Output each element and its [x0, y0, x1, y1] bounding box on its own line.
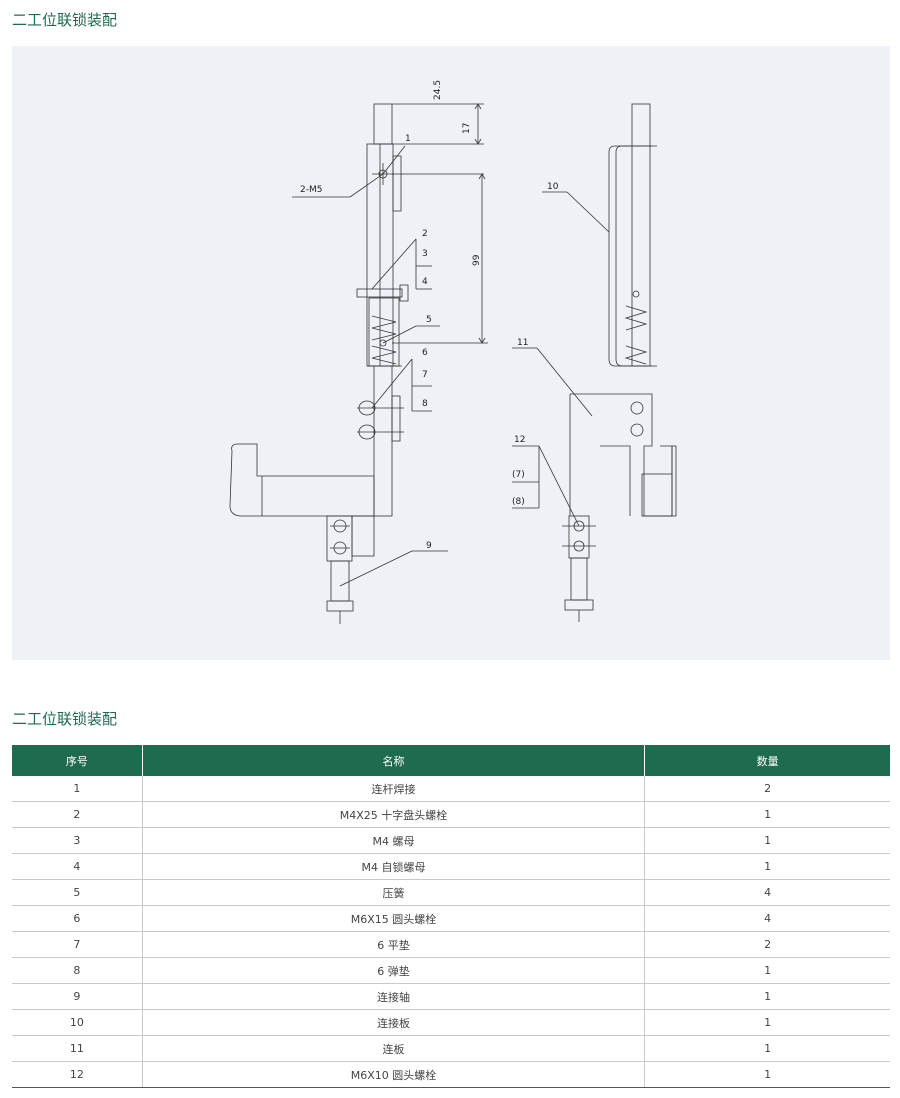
cell-name: 连接板 — [142, 1009, 646, 1036]
part-label: 1 — [405, 134, 411, 144]
header-name: 名称 — [142, 745, 646, 776]
cell-qty: 1 — [644, 1061, 890, 1088]
cell-index: 1 — [12, 776, 143, 802]
cell-name: 连接轴 — [142, 983, 646, 1010]
dim-label: 17 — [462, 123, 472, 134]
table-header-row: 序号 名称 数量 — [12, 745, 890, 776]
header-index: 序号 — [12, 745, 143, 776]
part-label: 8 — [422, 399, 428, 409]
cell-index: 8 — [12, 957, 143, 984]
cell-name: 6 平垫 — [142, 931, 646, 958]
part-label: 10 — [547, 182, 559, 192]
cell-name: 6 弹垫 — [142, 957, 646, 984]
part-label: 5 — [426, 315, 432, 325]
cell-qty: 4 — [644, 879, 890, 906]
dim-label: 24.5 — [433, 80, 443, 100]
cell-qty: 2 — [644, 776, 890, 802]
cell-name: M4 自锁螺母 — [142, 853, 646, 880]
cell-qty: 1 — [644, 983, 890, 1010]
cell-name: M4X25 十字盘头螺栓 — [142, 801, 646, 828]
part-label: 4 — [422, 277, 428, 287]
part-label: 7 — [422, 370, 428, 380]
part-label: 3 — [422, 249, 428, 259]
cell-name: 连杆焊接 — [142, 776, 646, 802]
cell-name: M6X10 圆头螺栓 — [142, 1061, 646, 1088]
part-label: (8) — [512, 497, 525, 507]
cell-index: 9 — [12, 983, 143, 1010]
cell-index: 4 — [12, 853, 143, 880]
page-title: 二工位联锁装配 — [12, 11, 118, 29]
table-title: 二工位联锁装配 — [12, 710, 118, 728]
cell-index: 10 — [12, 1009, 143, 1036]
cell-name: 连板 — [142, 1035, 646, 1062]
dim-label: 99 — [472, 254, 482, 266]
part-label: 2 — [422, 229, 428, 239]
cell-index: 2 — [12, 801, 143, 828]
header-qty: 数量 — [644, 745, 890, 776]
cell-qty: 1 — [644, 1009, 890, 1036]
drawing-svg: 24.5 17 99 1 2-M5 2 3 4 5 6 7 8 9 10 11 … — [229, 80, 677, 624]
cell-index: 12 — [12, 1061, 143, 1088]
part-label: 2-M5 — [300, 185, 322, 195]
part-label: 6 — [422, 348, 428, 358]
cell-qty: 1 — [644, 801, 890, 828]
cell-name: M4 螺母 — [142, 827, 646, 854]
cell-index: 6 — [12, 905, 143, 932]
cell-index: 5 — [12, 879, 143, 906]
cell-qty: 2 — [644, 931, 890, 958]
cell-index: 11 — [12, 1035, 143, 1062]
cell-qty: 1 — [644, 1035, 890, 1062]
cell-qty: 1 — [644, 957, 890, 984]
part-label: 9 — [426, 541, 432, 551]
cell-name: M6X15 圆头螺栓 — [142, 905, 646, 932]
part-label: 12 — [514, 435, 525, 445]
cell-index: 7 — [12, 931, 143, 958]
assembly-drawing: 24.5 17 99 1 2-M5 2 3 4 5 6 7 8 9 10 11 … — [12, 46, 890, 660]
cell-index: 3 — [12, 827, 143, 854]
part-label: 11 — [517, 338, 528, 348]
part-label: (7) — [512, 470, 525, 480]
cell-qty: 1 — [644, 827, 890, 854]
cell-qty: 1 — [644, 853, 890, 880]
cell-name: 压簧 — [142, 879, 646, 906]
cell-qty: 4 — [644, 905, 890, 932]
